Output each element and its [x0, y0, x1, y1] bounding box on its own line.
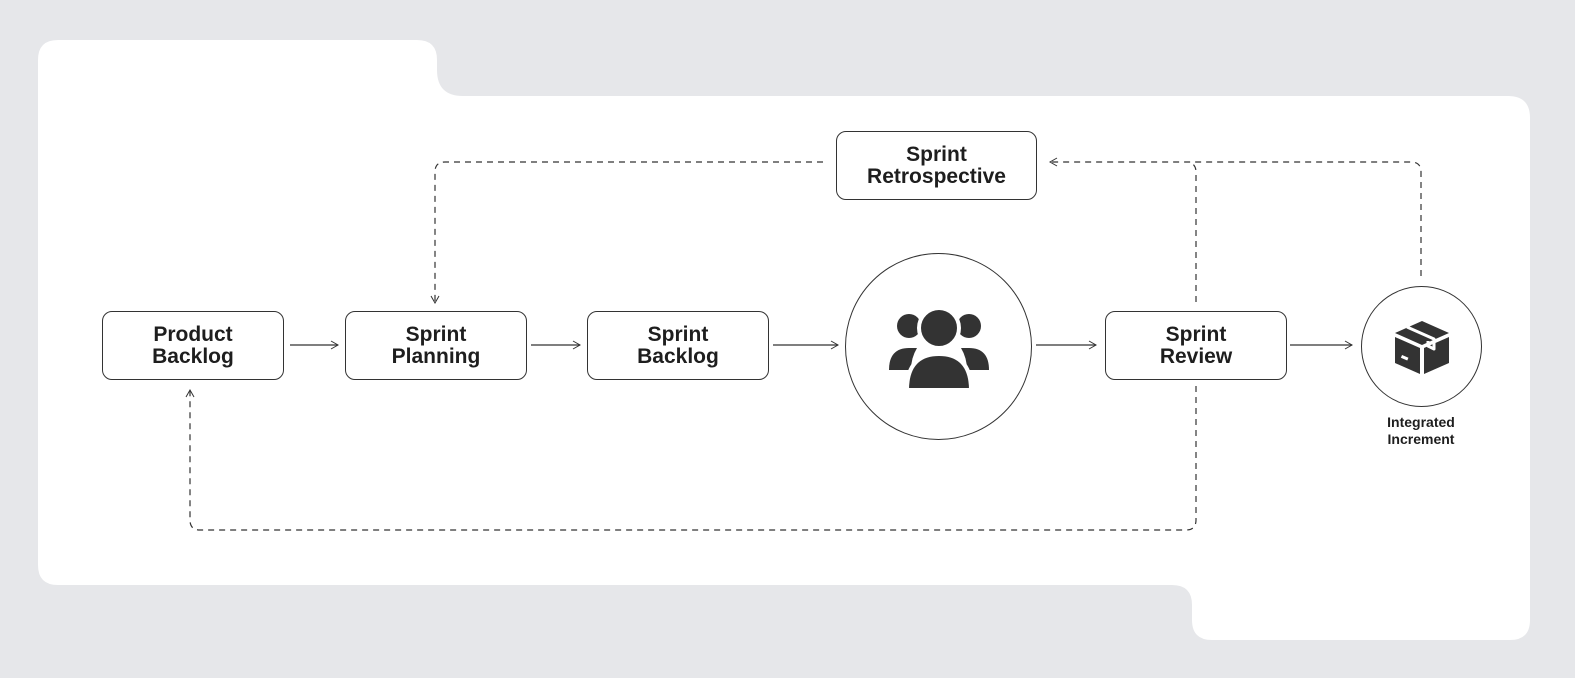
sprint-planning-node: Sprint Planning [345, 311, 527, 380]
sprint-backlog-line2: Backlog [637, 344, 719, 368]
sprint-review-line1: Sprint [1165, 322, 1227, 346]
integrated-increment-caption: Integrated Increment [1351, 414, 1491, 448]
team-icon [888, 305, 989, 392]
sprint-planning-line1: Sprint [405, 322, 467, 346]
product-backlog-line1: Product [153, 322, 233, 346]
team-node [845, 253, 1032, 440]
feedback-review-to-retro [1189, 161, 1197, 302]
feedback-review-to-product-backlog [185, 386, 1197, 531]
sprint-retrospective-line1: Sprint [906, 142, 967, 166]
integrated-increment-line2: Increment [1387, 431, 1455, 447]
sprint-retrospective-line2: Retrospective [867, 164, 1006, 188]
sprint-review-node: Sprint Review [1105, 311, 1287, 380]
sprint-backlog-node: Sprint Backlog [587, 311, 769, 380]
product-backlog-line2: Backlog [152, 344, 234, 368]
sprint-backlog-line1: Sprint [647, 322, 709, 346]
sprint-review-line2: Review [1159, 344, 1233, 368]
feedback-retro-to-planning [430, 161, 823, 305]
integrated-increment-node [1361, 286, 1482, 407]
sprint-retrospective-node: Sprint Retrospective [836, 131, 1037, 200]
integrated-increment-line1: Integrated [1387, 414, 1455, 430]
package-icon [1394, 320, 1449, 374]
feedback-increment-to-retro [1048, 157, 1422, 276]
sprint-planning-line2: Planning [391, 344, 481, 368]
product-backlog-node: Product Backlog [102, 311, 284, 380]
